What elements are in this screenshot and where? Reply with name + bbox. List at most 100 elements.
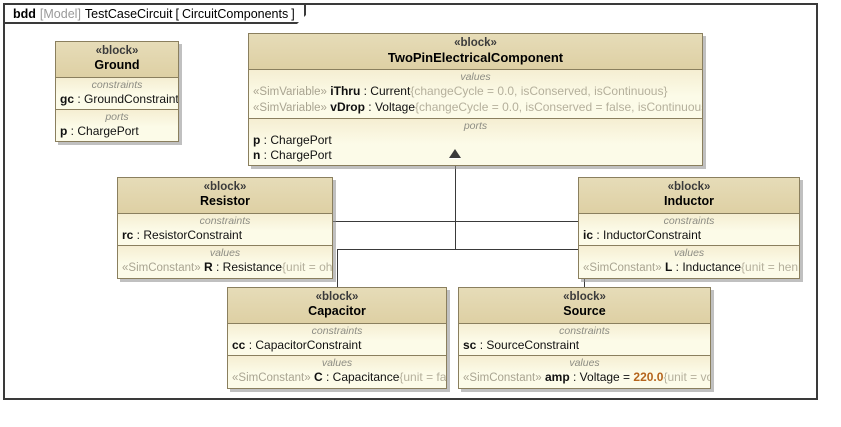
property-default-value: 220.0 [633,370,664,384]
property-name: R [203,260,213,274]
block-twopin-header: «block» TwoPinElectricalComponent [249,34,702,70]
property-name: n [253,148,261,162]
diagram-bracket-close: ] [291,6,295,21]
property-name: p [253,133,261,147]
block-ground-constraint-row[interactable]: gc : GroundConstraint [56,92,178,107]
block-ground-ports-compartment: ports p : ChargePort [56,110,178,141]
property-name: sc [463,338,477,352]
diagram-kind-label: bdd [13,6,36,21]
property-separator: : [322,370,333,384]
block-ground[interactable]: «block» Ground constraints gc : GroundCo… [55,41,179,142]
block-resistor-constraint-row[interactable]: rc : ResistorConstraint [118,228,332,243]
block-two-pin-electrical-component[interactable]: «block» TwoPinElectricalComponent values… [248,33,703,166]
block-source-value-row[interactable]: «SimConstant» amp : Voltage = 220.0{unit… [459,370,710,386]
generalization-arrowhead [449,149,461,159]
property-name: rc [122,228,134,242]
block-resistor-header: «block» Resistor [118,178,332,214]
block-ground-stereotype: «block» [95,45,139,57]
block-source[interactable]: «block» Source constraints sc : SourceCo… [458,287,711,389]
compartment-title-constraints: constraints [199,215,251,227]
compartment-title-values: values [321,357,353,369]
diagram-model-label: [Model] [39,6,81,21]
property-separator: : [260,148,271,162]
block-twopin-stereotype: «block» [454,37,497,49]
property-type: ChargePort [77,124,139,138]
property-type: SourceConstraint [486,338,580,352]
property-separator: : [74,92,85,106]
block-capacitor-constraint-row[interactable]: cc : CapacitorConstraint [228,338,446,353]
compartment-title-ports: ports [105,111,129,123]
property-type: ResistorConstraint [143,228,243,242]
property-type: InductorConstraint [603,228,702,242]
generalization-branch-upper [333,221,579,222]
property-name: amp [544,370,570,384]
block-resistor-values-compartment: values «SimConstant» R : Resistance{unit… [118,246,332,278]
property-type: ChargePort [270,148,332,162]
block-inductor-values-compartment: values «SimConstant» L : Inductance{unit… [579,246,799,278]
property-name: iThru [330,84,361,98]
property-type: ChargePort [270,133,332,147]
property-name: gc [60,92,75,106]
block-capacitor-constraints-compartment: constraints cc : CapacitorConstraint [228,324,446,356]
compartment-title-values: values [209,247,241,259]
block-twopin-port-row[interactable]: n : ChargePort [249,148,702,163]
property-separator: : [672,260,683,274]
property-type: GroundConstraint [84,92,179,106]
property-stereotype: «SimConstant» [583,262,662,274]
property-separator: : [133,228,144,242]
block-source-stereotype: «block» [563,291,606,303]
compartment-title-constraints: constraints [663,215,715,227]
block-inductor-value-row[interactable]: «SimConstant» L : Inductance{unit = henr… [579,260,799,276]
diagram-frame-header-tab[interactable]: bdd [Model] TestCaseCircuit [ CircuitCom… [3,3,306,24]
block-capacitor-stereotype: «block» [315,291,359,303]
block-capacitor-header: «block» Capacitor [228,288,446,324]
property-name: vDrop [330,100,365,114]
block-twopin-port-row[interactable]: p : ChargePort [249,133,702,148]
block-ground-port-row[interactable]: p : ChargePort [56,124,178,139]
compartment-title-constraints: constraints [311,325,363,337]
block-ground-header: «block» Ground [56,42,178,78]
property-separator: : [245,338,256,352]
block-ground-constraints-compartment: constraints gc : GroundConstraint [56,78,178,110]
property-name: ic [583,228,594,242]
block-twopin-value-row[interactable]: «SimVariable» vDrop : Voltage{changeCycl… [249,100,702,116]
property-separator: : [364,100,375,114]
property-separator: : [260,133,271,147]
generalization-drop-capacitor [337,249,338,287]
block-inductor-header: «block» Inductor [579,178,799,214]
property-stereotype: «SimConstant» [232,372,311,384]
diagram-bracket-open: [ [175,6,179,21]
block-resistor-stereotype: «block» [203,181,247,193]
property-type: CapacitorConstraint [255,338,362,352]
block-inductor-constraints-compartment: constraints ic : InductorConstraint [579,214,799,246]
compartment-title-constraints: constraints [91,79,143,91]
generalization-trunk-line [455,159,456,249]
block-inductor-name: Inductor [664,194,714,208]
block-resistor-value-row[interactable]: «SimConstant» R : Resistance{unit = ohm} [118,260,332,276]
diagram-package-name: TestCaseCircuit [84,6,173,21]
block-capacitor[interactable]: «block» Capacitor constraints cc : Capac… [227,287,447,389]
property-type: Resistance [222,260,283,274]
property-separator: : [360,84,371,98]
block-source-values-compartment: values «SimConstant» amp : Voltage = 220… [459,356,710,388]
block-inductor-constraint-row[interactable]: ic : InductorConstraint [579,228,799,243]
property-separator: : [593,228,604,242]
block-resistor-constraints-compartment: constraints rc : ResistorConstraint [118,214,332,246]
block-capacitor-values-compartment: values «SimConstant» C : Capacitance{uni… [228,356,446,388]
block-source-header: «block» Source [459,288,710,324]
property-type: Capacitance [332,370,400,384]
block-resistor-name: Resistor [199,194,251,208]
block-twopin-value-row[interactable]: «SimVariable» iThru : Current{changeCycl… [249,84,702,100]
property-modifiers: {unit = henry} [741,260,799,274]
property-stereotype: «SimConstant» [122,262,201,274]
property-name: C [313,370,323,384]
property-separator: : [569,370,580,384]
block-source-constraint-row[interactable]: sc : SourceConstraint [459,338,710,353]
property-modifiers: {unit = ohm} [282,260,333,274]
tab-corner-clip [296,15,306,24]
block-capacitor-value-row[interactable]: «SimConstant» C : Capacitance{unit = far… [228,370,446,386]
generalization-branch-lower [337,249,585,250]
block-resistor[interactable]: «block» Resistor constraints rc : Resist… [117,177,333,279]
block-inductor[interactable]: «block» Inductor constraints ic : Induct… [578,177,800,279]
property-separator: : [476,338,487,352]
